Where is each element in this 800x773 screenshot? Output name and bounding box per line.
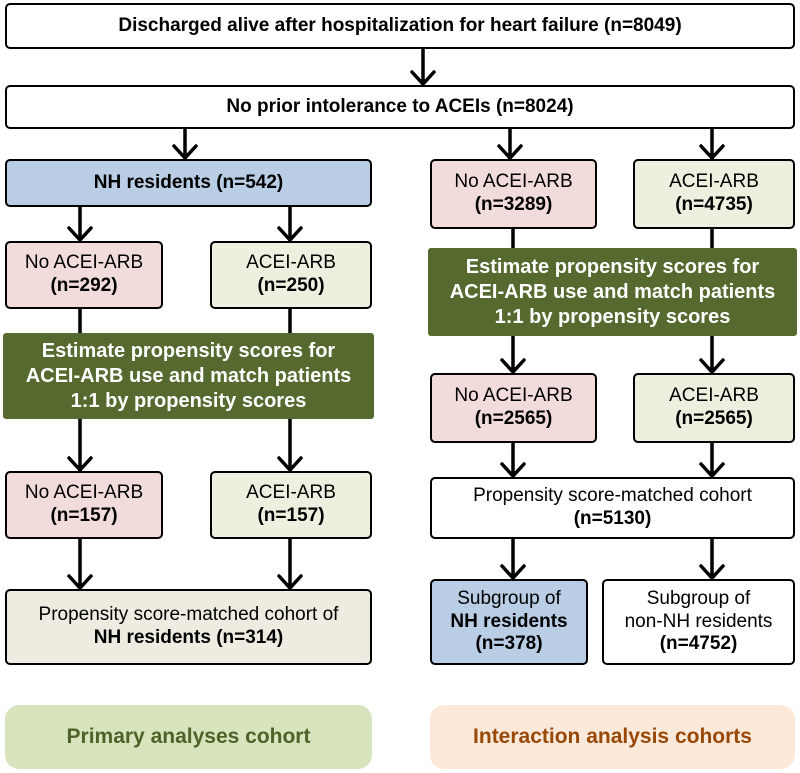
right-no-acei-box-2: No ACEI-ARB (n=2565) [430,373,597,443]
subgroup-non-nh-line-3: (n=4752) [659,633,738,655]
discharged-box: Discharged alive after hospitalization f… [5,3,795,49]
right-no-acei-label-1: No ACEI-ARB [454,171,573,193]
left-no-acei-label-2: No ACEI-ARB [24,482,144,504]
right-acei-n-1: (n=4735) [675,194,753,215]
right-estimate-line-2: ACEI-ARB use and match patients [449,280,776,303]
right-estimate-box: Estimate propensity scores for ACEI-ARB … [428,248,797,336]
nh-residents-text: NH residents (n=542) [93,171,284,193]
discharged-text: Discharged alive after hospitalization f… [118,14,682,36]
left-acei-n-2: (n=157) [257,505,325,526]
interaction-analysis-label: Interaction analysis cohorts [430,705,795,769]
left-acei-box-2: ACEI-ARB (n=157) [210,471,372,539]
primary-analyses-text: Primary analyses cohort [66,725,311,748]
right-acei-n-2: (n=2565) [675,408,753,429]
left-no-acei-box-2: No ACEI-ARB (n=157) [5,471,163,539]
right-matched-line-2: (n=5130) [573,508,652,529]
left-acei-n-1: (n=250) [257,275,325,296]
left-no-acei-box-1: No ACEI-ARB (n=292) [5,241,163,309]
primary-analyses-label: Primary analyses cohort [5,705,372,769]
left-no-acei-n-1: (n=292) [50,275,118,296]
arrowhead [410,70,436,87]
left-estimate-line-2: ACEI-ARB use and match patients [25,364,352,387]
right-acei-box-2: ACEI-ARB (n=2565) [633,373,795,443]
right-acei-box-1: ACEI-ARB (n=4735) [633,159,795,229]
right-acei-label-1: ACEI-ARB [669,171,759,193]
right-no-acei-box-1: No ACEI-ARB (n=3289) [430,159,597,229]
nh-residents-box: NH residents (n=542) [5,159,372,207]
right-no-acei-n-2: (n=2565) [474,408,553,429]
left-acei-label-1: ACEI-ARB [246,252,336,274]
right-no-acei-n-1: (n=3289) [474,194,553,215]
left-matched-line-2: NH residents (n=314) [93,627,284,648]
subgroup-nh-line-2: NH residents [450,610,568,632]
left-estimate-line-3: 1:1 by propensity scores [70,389,307,412]
subgroup-nh-line-3: (n=378) [475,633,543,655]
interaction-analysis-text: Interaction analysis cohorts [473,725,752,748]
left-estimate-box: Estimate propensity scores for ACEI-ARB … [3,333,374,419]
right-matched-cohort-box: Propensity score-matched cohort (n=5130) [430,477,795,539]
right-estimate-line-3: 1:1 by propensity scores [494,305,731,328]
right-estimate-line-1: Estimate propensity scores for [465,255,760,278]
subgroup-non-nh-line-1: Subgroup of [646,587,751,609]
left-no-acei-label-1: No ACEI-ARB [24,252,144,274]
subgroup-nh-box: Subgroup of NH residents (n=378) [430,579,588,665]
left-acei-box-1: ACEI-ARB (n=250) [210,241,372,309]
left-acei-label-2: ACEI-ARB [246,482,336,504]
left-no-acei-n-2: (n=157) [50,505,118,526]
right-no-acei-label-2: No ACEI-ARB [454,385,573,407]
right-acei-label-2: ACEI-ARB [669,385,759,407]
right-matched-line-1: Propensity score-matched cohort [473,485,752,507]
no-prior-intolerance-text: No prior intolerance to ACEIs (n=8024) [226,95,574,117]
no-prior-intolerance-box: No prior intolerance to ACEIs (n=8024) [5,85,795,129]
subgroup-nh-line-1: Subgroup of [457,587,561,609]
left-matched-cohort-box: Propensity score-matched cohort of NH re… [5,589,372,665]
left-matched-line-1: Propensity score-matched cohort of [38,604,339,626]
subgroup-non-nh-line-2: non-NH residents [624,610,773,632]
subgroup-non-nh-box: Subgroup of non-NH residents (n=4752) [602,579,795,665]
left-estimate-line-1: Estimate propensity scores for [41,339,336,362]
